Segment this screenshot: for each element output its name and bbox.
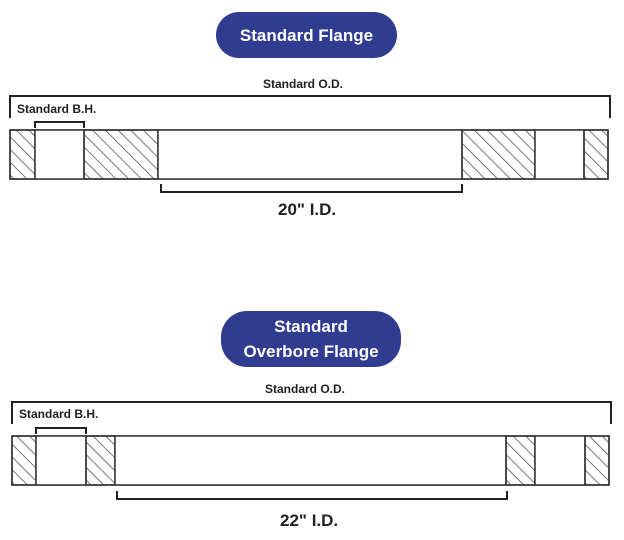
bottom-bolt-hole-left — [35, 435, 87, 486]
top-id-bracket — [160, 184, 463, 193]
top-bolt-hole-left — [34, 129, 85, 180]
bottom-flange-diagram — [11, 401, 612, 500]
top-hatch-left-outer — [9, 129, 36, 180]
bottom-id-label: 22" I.D. — [280, 511, 339, 530]
top-od-label: Standard O.D. — [263, 77, 344, 91]
overbore-flange-title: Standard Overbore Flange — [221, 311, 401, 367]
bottom-hatch-right-inner — [505, 435, 536, 486]
bottom-hatch-right-outer — [584, 435, 610, 486]
bottom-bh-bracket — [35, 427, 87, 434]
top-hatch-left-inner — [83, 129, 159, 180]
top-od-bracket — [9, 95, 611, 118]
overbore-flange-title-line1: Standard — [274, 317, 348, 336]
bottom-id-bracket — [116, 491, 508, 500]
bottom-od-bracket — [11, 401, 612, 424]
top-bore — [157, 129, 463, 180]
top-bh-bracket — [34, 121, 85, 128]
top-flange-diagram — [9, 95, 611, 193]
overbore-flange-title-line2: Overbore Flange — [243, 342, 379, 361]
top-hatch-right-outer — [583, 129, 609, 180]
bottom-bore — [114, 435, 507, 486]
top-bolt-hole-right — [534, 129, 585, 180]
bottom-od-label: Standard O.D. — [265, 382, 346, 396]
top-bh-label: Standard B.H. — [17, 102, 97, 116]
bottom-bolt-hole-right — [534, 435, 586, 486]
bottom-hatch-left-inner — [85, 435, 116, 486]
bottom-hatch-left-outer — [11, 435, 37, 486]
standard-flange-title-text: Standard Flange — [239, 25, 374, 45]
top-hatch-right-inner — [461, 129, 536, 180]
top-id-label: 20" I.D. — [278, 200, 337, 219]
standard-flange-title: Standard Flange — [216, 12, 397, 58]
bottom-bh-label: Standard B.H. — [19, 407, 99, 421]
